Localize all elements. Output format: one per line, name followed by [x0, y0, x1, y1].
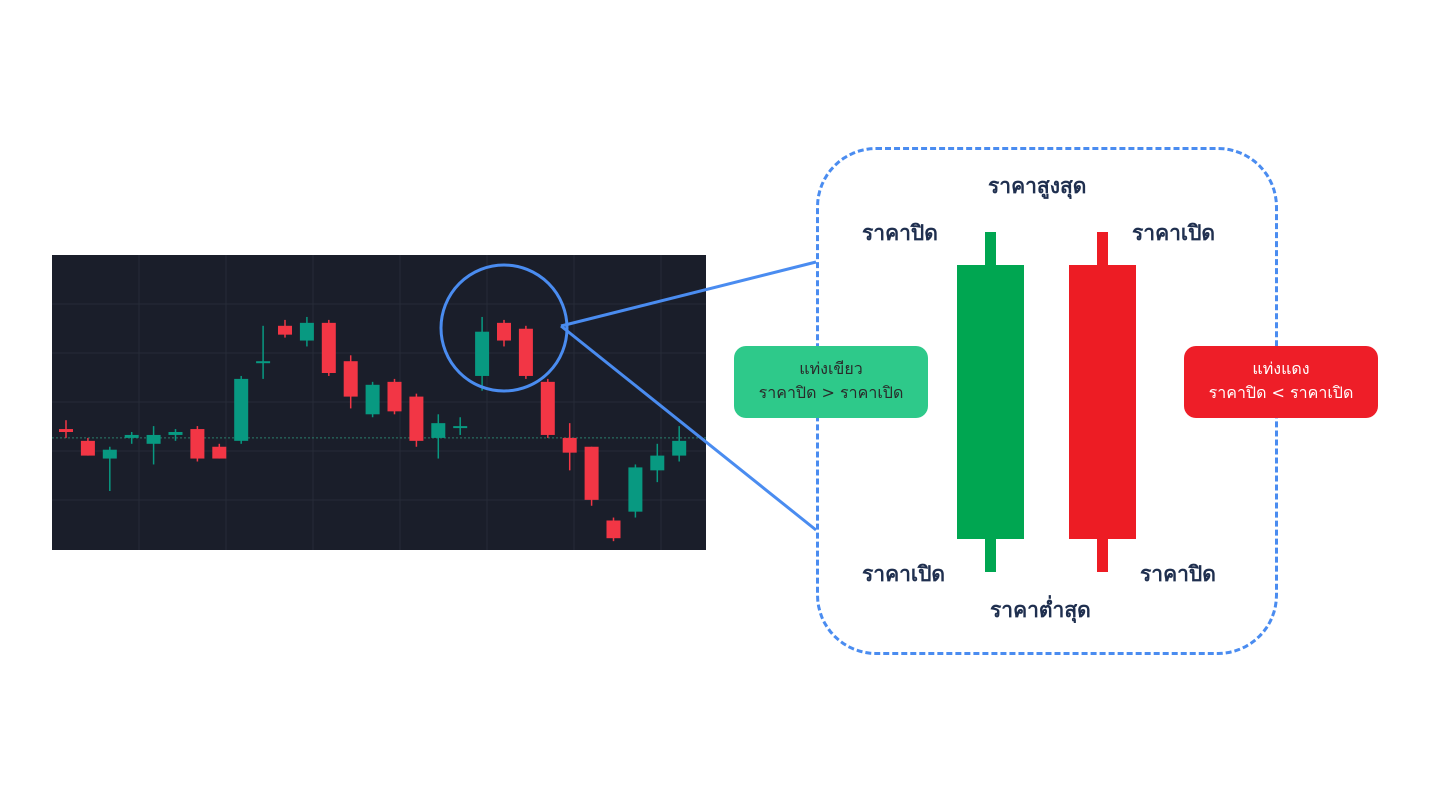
- candle-body: [475, 331, 490, 376]
- bearish-legend-title: แท่งแดง: [1252, 359, 1310, 378]
- high-price-label: ราคาสูงสุด: [988, 174, 1087, 198]
- candle-body: [650, 455, 665, 471]
- candle-body: [365, 384, 380, 415]
- bullish-open-label: ราคาเปิด: [862, 562, 946, 586]
- candle-body: [387, 381, 402, 412]
- candle-body: [672, 440, 687, 456]
- candle-body: [168, 432, 183, 435]
- candle-body: [453, 426, 468, 429]
- candlestick-chart: [52, 255, 706, 550]
- bullish-upper-wick: [985, 232, 996, 266]
- connector-line-bottom: [560, 324, 817, 532]
- bullish-body: [957, 265, 1024, 539]
- candle-body: [497, 322, 511, 341]
- candle-body: [321, 322, 336, 373]
- candle-body: [409, 396, 424, 441]
- candle-body: [343, 361, 358, 397]
- candle-body: [80, 440, 95, 456]
- bullish-legend: แท่งเขียว ราคาปิด > ราคาเปิด: [734, 346, 928, 418]
- bullish-legend-title: แท่งเขียว: [799, 359, 863, 378]
- candle-body: [540, 381, 555, 435]
- candle-body: [299, 322, 314, 341]
- candle-body: [278, 325, 292, 335]
- bearish-legend: แท่งแดง ราคาปิด < ราคาเปิด: [1184, 346, 1378, 418]
- bearish-upper-wick: [1097, 232, 1108, 266]
- candle-body: [628, 467, 643, 512]
- bearish-open-label: ราคาเปิด: [1132, 221, 1216, 245]
- candle-body: [562, 437, 577, 453]
- bullish-lower-wick: [985, 538, 996, 572]
- candle-body: [59, 429, 73, 432]
- bearish-legend-rule: ราคาปิด < ราคาเปิด: [1208, 383, 1354, 402]
- candle-body: [212, 446, 227, 459]
- candle-body: [584, 446, 599, 500]
- candle-body: [234, 378, 249, 441]
- bearish-lower-wick: [1097, 538, 1108, 572]
- candle-body: [190, 429, 205, 459]
- candle-body: [256, 361, 271, 364]
- connector-line-top: [560, 260, 817, 328]
- candle-body: [102, 449, 117, 459]
- candle-body: [146, 434, 161, 444]
- chart-canvas: [52, 255, 706, 550]
- bullish-legend-rule: ราคาปิด > ราคาเปิด: [758, 383, 904, 402]
- candle-body: [518, 328, 533, 376]
- candle-body: [124, 434, 139, 438]
- low-price-label: ราคาต่ำสุด: [990, 598, 1091, 622]
- candle-body: [431, 423, 446, 438]
- bearish-body: [1069, 265, 1136, 539]
- highlight-circle: [439, 263, 569, 393]
- candle-body: [606, 520, 621, 539]
- bearish-close-label: ราคาปิด: [1140, 562, 1216, 586]
- bullish-close-label: ราคาปิด: [862, 221, 938, 245]
